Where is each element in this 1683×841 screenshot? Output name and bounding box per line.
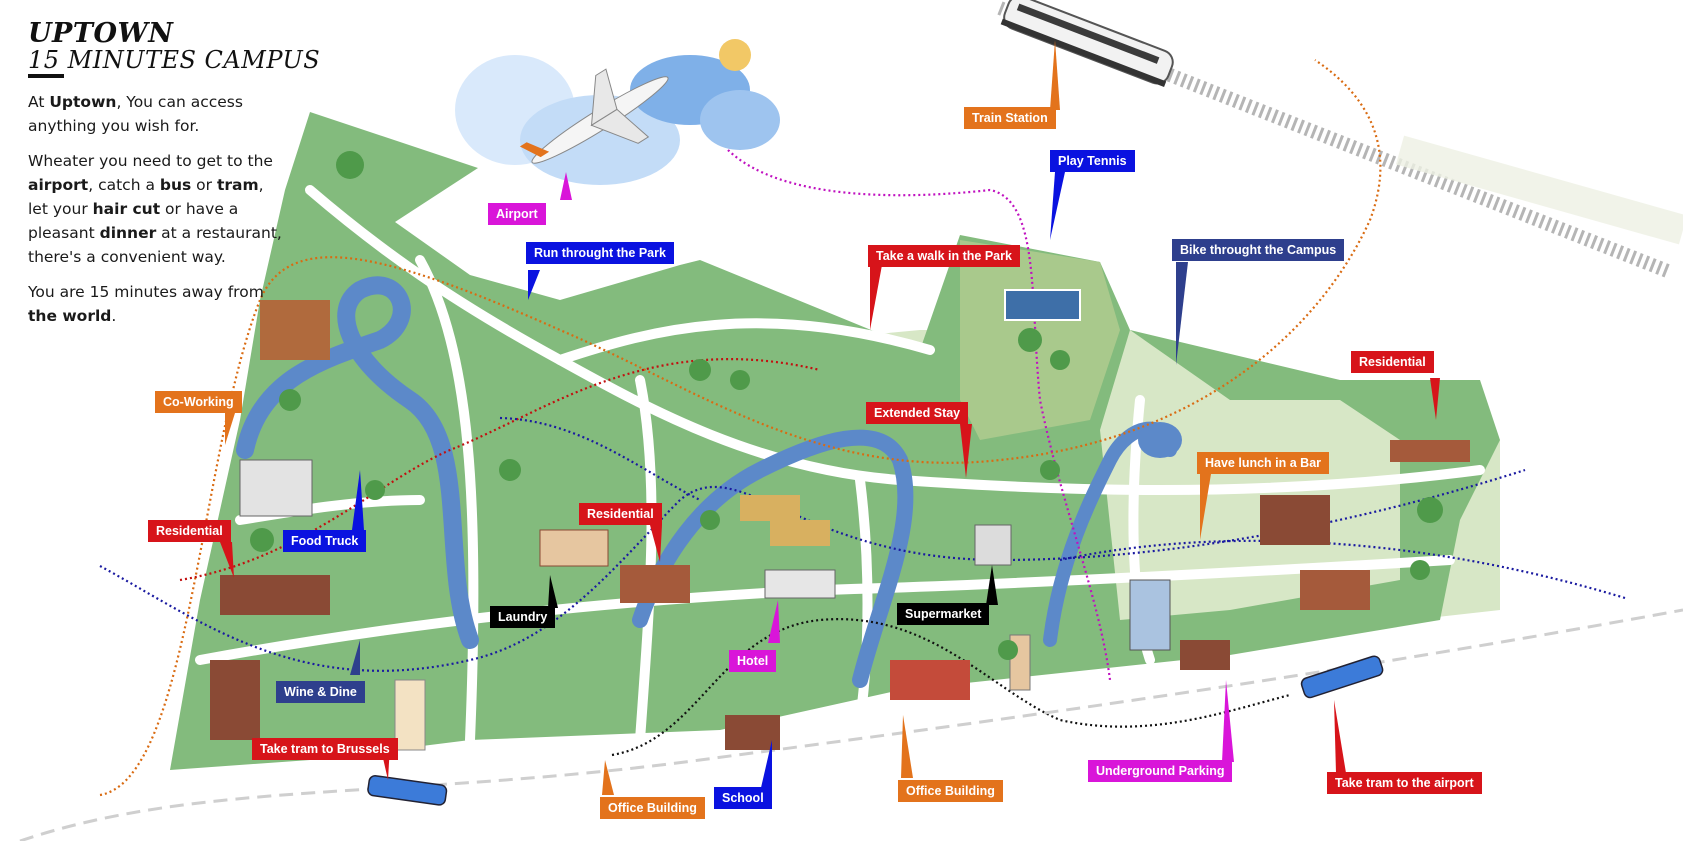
text-run-bold: airport — [28, 176, 89, 194]
airplane-icon — [519, 68, 669, 164]
text-run: At — [28, 93, 50, 111]
label-office-building-2[interactable]: Office Building — [898, 780, 1003, 802]
page-title: UPTOWN — [28, 18, 174, 49]
label-airport[interactable]: Airport — [488, 203, 546, 225]
label-play-tennis[interactable]: Play Tennis — [1050, 150, 1135, 172]
label-pointers — [220, 40, 1440, 795]
intro-text: At Uptown, You can access anything you w… — [28, 90, 288, 339]
text-run: Wheater you need to get to the — [28, 152, 273, 170]
title-underline — [28, 74, 64, 78]
airport-cloud — [455, 55, 780, 185]
label-residential-w[interactable]: Residential — [148, 520, 231, 542]
label-supermarket[interactable]: Supermarket — [897, 603, 990, 625]
label-food-truck[interactable]: Food Truck — [283, 530, 367, 552]
label-co-working[interactable]: Co-Working — [155, 391, 242, 413]
river — [632, 429, 914, 688]
text-run-bold: the world — [28, 307, 112, 325]
buildings — [210, 300, 1470, 751]
label-train-station[interactable]: Train Station — [964, 107, 1056, 129]
label-residential-c[interactable]: Residential — [579, 503, 662, 525]
label-have-lunch[interactable]: Have lunch in a Bar — [1197, 452, 1330, 474]
text-run: or — [191, 176, 217, 194]
label-extended-stay[interactable]: Extended Stay — [866, 402, 969, 424]
label-office-building-1[interactable]: Office Building — [600, 797, 705, 819]
light-green-zone-ne — [1100, 330, 1400, 620]
label-hotel[interactable]: Hotel — [729, 650, 777, 672]
text-run: You are 15 minutes away from — [28, 283, 264, 301]
label-tram-airport[interactable]: Take tram to the airport — [1327, 772, 1482, 794]
sun-icon — [719, 39, 751, 71]
text-run: , let your — [28, 176, 264, 218]
label-bike-campus[interactable]: Bike throught the Campus — [1172, 239, 1345, 261]
label-laundry[interactable]: Laundry — [490, 606, 556, 628]
intro-paragraph-1: At Uptown, You can access anything you w… — [28, 90, 288, 138]
label-underground-parking[interactable]: Underground Parking — [1088, 760, 1233, 782]
text-run-bold: bus — [159, 176, 192, 194]
text-run: at a restaurant, there's a convenient wa… — [28, 224, 282, 266]
text-run: or have a pleasant — [28, 200, 239, 242]
page-subtitle: 15 MINUTES CAMPUS — [28, 46, 321, 74]
river — [236, 276, 479, 649]
tennis-court — [1004, 289, 1081, 321]
text-run-bold: tram — [216, 176, 259, 194]
trees — [250, 151, 1443, 660]
text-run-bold: dinner — [99, 224, 157, 242]
text-run-bold: Uptown — [49, 93, 117, 111]
label-tram-brussels[interactable]: Take tram to Brussels — [252, 738, 398, 760]
tram-icon — [367, 775, 448, 806]
intro-paragraph-2: Wheater you need to get to the airport, … — [28, 149, 288, 269]
text-run: , catch a — [88, 176, 160, 194]
intro-paragraph-3: You are 15 minutes away from the world. — [28, 280, 288, 328]
label-school[interactable]: School — [714, 787, 772, 809]
text-run: . — [111, 307, 117, 325]
text-run: , You can access anything you wish for. — [28, 93, 243, 135]
label-run-park[interactable]: Run throught the Park — [526, 242, 674, 264]
pond — [1138, 422, 1182, 458]
label-residential-ne[interactable]: Residential — [1351, 351, 1434, 373]
label-walk-park[interactable]: Take a walk in the Park — [868, 245, 1020, 267]
text-run-bold: hair cut — [92, 200, 161, 218]
label-wine-dine[interactable]: Wine & Dine — [276, 681, 365, 703]
train-icon — [1000, 0, 1174, 87]
tram-icon — [1300, 655, 1384, 699]
